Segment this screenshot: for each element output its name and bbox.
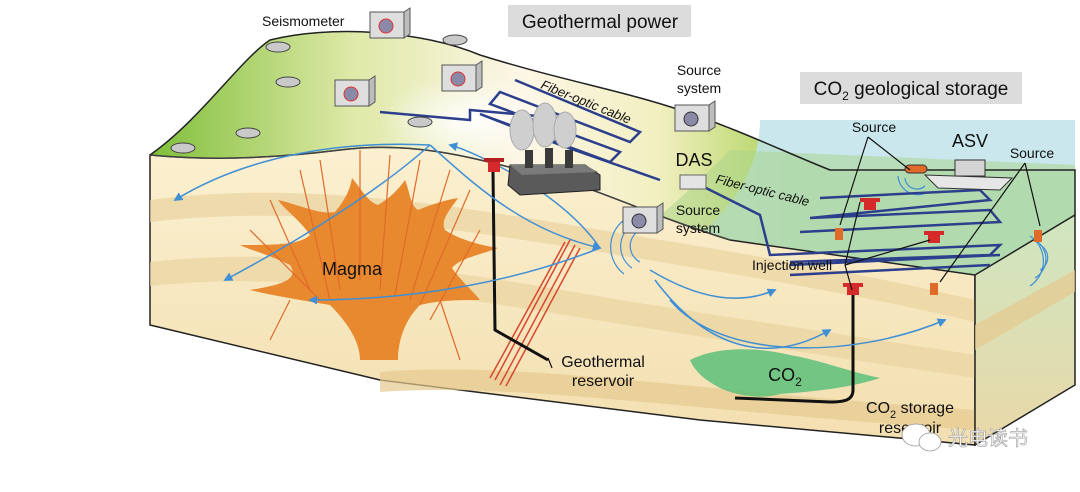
steam-plume: [509, 102, 577, 151]
label-pointer-lines: [547, 136, 1041, 369]
block-top-outline: [149, 30, 1076, 215]
magma-label: Magma: [322, 259, 383, 279]
co2-storage-title: CO2 geological storage: [814, 79, 1009, 103]
co2-storage-reservoir-label-line1: CO2 storage: [866, 400, 954, 421]
surface-ridge-line: [149, 146, 731, 241]
source-system-mid-label-line2: system: [676, 220, 720, 236]
stratum-band-3: [380, 369, 975, 430]
co2-injection-well: [734, 295, 855, 404]
das-unit-icon: [679, 174, 707, 190]
geothermal-reservoir-label-line1: Geothermal: [561, 354, 645, 371]
das-label: DAS: [675, 150, 712, 170]
injection-wellhead-icon: [843, 198, 944, 295]
geothermal-power-title-box: [508, 5, 691, 37]
watermark-logo-icon: [901, 423, 942, 452]
geothermal-wellhead-icon: [484, 158, 504, 172]
geothermal-power-title: Geothermal power: [522, 12, 679, 33]
seismic-ray-paths: [173, 142, 947, 349]
watermark-text: 光电读书: [948, 427, 1028, 450]
seismometer-label: Seismometer: [262, 13, 345, 29]
injection-well-label: Injection well: [752, 257, 832, 273]
co2-plume: [690, 349, 880, 397]
asv-label: ASV: [952, 131, 988, 151]
source-label-right: Source: [1010, 145, 1055, 161]
source-system-top-label-line1: Source: [677, 62, 722, 78]
geothermal-reservoir-label-line2: reservoir: [572, 373, 635, 390]
source-label-left: Source: [852, 119, 897, 135]
seismometer-disc-icon: [170, 34, 468, 154]
magma-dikes: [249, 150, 481, 361]
storage-source-icon: [835, 228, 1042, 295]
co2-label: CO2: [768, 365, 802, 389]
co2-storage-title-box: [800, 72, 1022, 104]
source-system-top-label-line2: system: [677, 80, 721, 96]
geothermal-well: [491, 171, 549, 362]
source-system-mid-label-line1: Source: [676, 202, 721, 218]
side-stratum: [975, 270, 1075, 350]
source-box-icon: [334, 7, 716, 234]
stratum-band-1: [150, 192, 975, 322]
stratum-band-2: [150, 256, 975, 378]
fiber-optic-cable-storage: [699, 183, 1004, 277]
geothermal-power-plant: [507, 148, 601, 196]
asv-boat-icon: [904, 159, 1014, 191]
